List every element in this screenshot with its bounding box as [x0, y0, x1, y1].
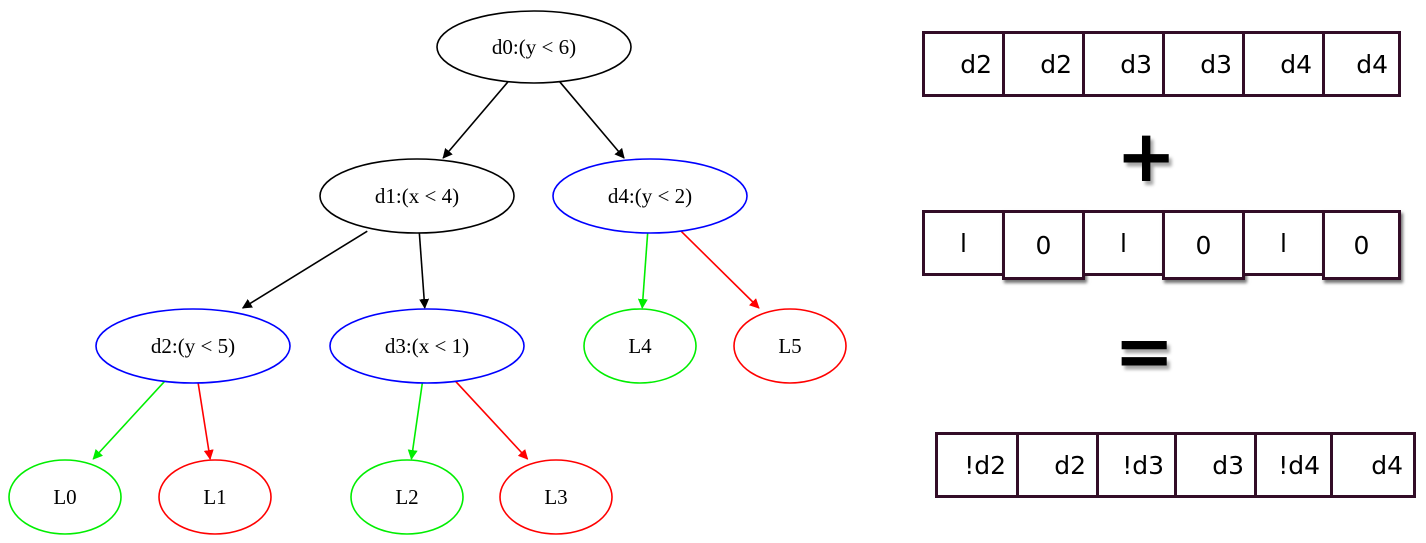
node-label: L1 [203, 485, 226, 509]
node-label: L2 [395, 485, 418, 509]
edge-d0-d4 [558, 80, 625, 159]
node-label: d1:(x < 4) [375, 184, 459, 208]
tree-node-d1: d1:(x < 4) [319, 158, 515, 234]
node-label: L4 [628, 334, 652, 358]
tree-edges [92, 80, 760, 460]
result-array: !d2 d2 !d3 d3 !d4 d4 [935, 432, 1416, 498]
plus-sign: + [1116, 114, 1177, 198]
edge-d1-d3 [418, 231, 430, 309]
decision-cell: d3 [1082, 31, 1165, 97]
mask-array: l 0 l 0 l 0 [922, 210, 1401, 280]
node-ellipse [158, 459, 272, 535]
edge-d3-L3 [454, 380, 529, 460]
decisions-array: d2 d2 d3 d3 d4 d4 [922, 31, 1401, 97]
node-label: L5 [778, 334, 801, 358]
node-ellipse [733, 308, 847, 384]
decision-cell: d2 [922, 31, 1005, 97]
result-cell: !d4 [1254, 432, 1333, 498]
tree-node-L1: L1 [158, 459, 272, 535]
tree-node-d2: d2:(y < 5) [95, 308, 291, 384]
tree-node-d0: d0:(y < 6) [436, 10, 632, 84]
node-label: d0:(y < 6) [492, 35, 576, 59]
node-label: d2:(y < 5) [151, 334, 235, 358]
tree-node-d3: d3:(x < 1) [329, 308, 525, 384]
tree-node-L5: L5 [733, 308, 847, 384]
result-cell: d3 [1174, 432, 1257, 498]
result-cell: !d2 [935, 432, 1019, 498]
decision-cell: d4 [1322, 31, 1401, 97]
result-cell: d2 [1016, 432, 1099, 498]
node-ellipse [8, 459, 122, 535]
tree-nodes: d0:(y < 6) d1:(x < 4) d4:(y < 2) d2:(y < 5)… [8, 10, 847, 535]
node-label: L0 [53, 485, 76, 509]
node-ellipse [350, 459, 464, 535]
node-ellipse [329, 308, 525, 384]
result-cell: d4 [1330, 432, 1416, 498]
result-cell: !d3 [1096, 432, 1177, 498]
mask-cell: l [1082, 210, 1165, 276]
node-label: d4:(y < 2) [608, 184, 692, 208]
edge-d3-L2 [407, 381, 424, 460]
mask-cell: 0 [1322, 210, 1401, 280]
node-ellipse [499, 459, 613, 535]
mask-cell: l [922, 210, 1005, 276]
node-label: d3:(x < 1) [385, 334, 469, 358]
node-ellipse [95, 308, 291, 384]
decision-cell: d3 [1162, 31, 1245, 97]
tree-node-L0: L0 [8, 459, 122, 535]
mask-cell: 0 [1162, 210, 1245, 280]
tree-node-d4: d4:(y < 2) [552, 158, 748, 234]
decision-cell: d2 [1002, 31, 1085, 97]
edge-d0-d1 [442, 80, 510, 159]
decision-tree: d0:(y < 6) d1:(x < 4) d4:(y < 2) d2:(y < 5)… [8, 10, 847, 535]
node-ellipse [583, 308, 697, 384]
tree-node-L3: L3 [499, 459, 613, 535]
edge-d4-L4 [637, 231, 649, 309]
mask-cell: 0 [1002, 210, 1085, 280]
node-ellipse [436, 10, 632, 84]
edge-d4-L5 [680, 230, 760, 309]
node-label: L3 [544, 485, 567, 509]
edge-d1-d2 [241, 230, 368, 309]
edge-d2-L1 [197, 381, 214, 460]
tree-node-L4: L4 [583, 308, 697, 384]
tree-node-L2: L2 [350, 459, 464, 535]
equals-sign: = [1114, 309, 1175, 393]
mask-cell: l [1242, 210, 1325, 276]
decision-cell: d4 [1242, 31, 1325, 97]
node-ellipse [552, 158, 748, 234]
edge-d2-L0 [92, 380, 166, 460]
node-ellipse [319, 158, 515, 234]
